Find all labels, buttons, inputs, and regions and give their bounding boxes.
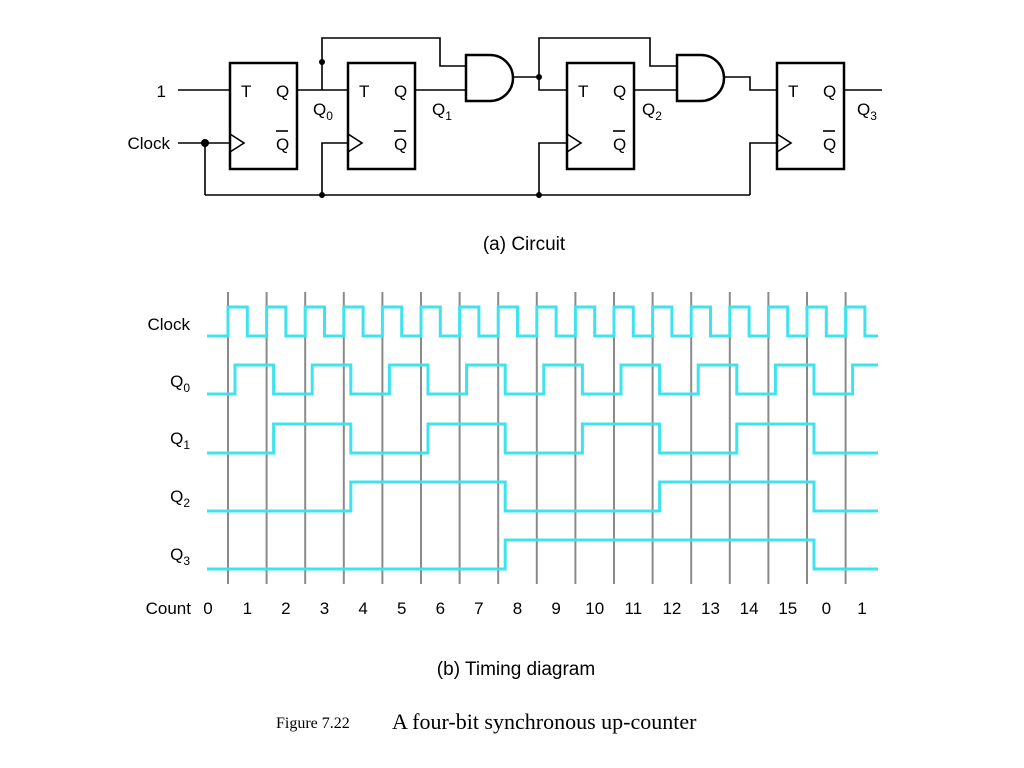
and-gate-2 [675, 53, 726, 103]
ff-qbar-label: Q [613, 135, 626, 154]
count-label: Count [146, 599, 192, 618]
flip-flop-0: T Q Q [228, 61, 299, 171]
figure-label: Figure 7.22 [276, 715, 350, 732]
ff-q-label: Q [276, 82, 289, 101]
count-value: 11 [624, 599, 642, 618]
count-value: 4 [358, 599, 367, 618]
count-value: 5 [397, 599, 406, 618]
clock-junction-dot [201, 139, 209, 147]
flip-flop-1: T Q Q [346, 61, 417, 171]
ff-q-label: Q [613, 82, 626, 101]
flip-flops: T Q Q T Q Q T Q Q T Q Q [228, 61, 846, 171]
count-value: 1 [857, 599, 866, 618]
ff-t-label: T [359, 82, 369, 101]
count-value: 9 [551, 599, 560, 618]
and-junction-dot [536, 74, 542, 80]
clock-input-label: Clock [127, 134, 170, 153]
flip-flop-box [565, 61, 636, 171]
ff-t-label: T [578, 82, 588, 101]
ff-t-label: T [788, 82, 798, 101]
count-value: 13 [701, 599, 720, 618]
flip-flop-box [346, 61, 417, 171]
q0-waveform [207, 363, 878, 396]
timing-caption: (b) Timing diagram [437, 659, 595, 680]
ff-clock-triangle [566, 133, 583, 153]
signal-label-1: Q0 [170, 372, 190, 395]
ff-qbar-label: Q [276, 135, 289, 154]
count-value: 0 [203, 599, 212, 618]
timing-waveforms [207, 305, 878, 571]
output-label-q1: Q1 [432, 100, 452, 123]
clock-junction-dot-2 [536, 192, 542, 198]
ff-qbar-label: Q [823, 135, 836, 154]
q3-waveform [207, 538, 878, 571]
count-value: 0 [822, 599, 831, 618]
circuit-wires [178, 37, 882, 196]
ff-qbar-label: Q [394, 135, 407, 154]
signal-label-0: Clock [147, 315, 190, 334]
count-value: 12 [662, 599, 681, 618]
clock-junction-dot-1 [319, 192, 325, 198]
ff-t-label: T [241, 82, 251, 101]
q2-waveform [207, 480, 878, 513]
count-value: 15 [778, 599, 797, 618]
count-value: 14 [740, 599, 759, 618]
clock-waveform [207, 305, 878, 338]
count-value: 8 [513, 599, 522, 618]
ff-clock-triangle [347, 133, 364, 153]
flip-flop-2: T Q Q [565, 61, 636, 171]
and-gate-1 [464, 53, 515, 103]
output-label-q3: Q3 [857, 100, 877, 123]
count-value: 6 [436, 599, 445, 618]
q1-waveform [207, 422, 878, 455]
ff-clock-triangle [229, 133, 246, 153]
output-label-q2: Q2 [642, 100, 662, 123]
signal-label-2: Q1 [170, 429, 190, 452]
signal-label-4: Q3 [170, 545, 190, 568]
count-value: 3 [320, 599, 329, 618]
timing-grid [227, 292, 847, 584]
count-value: 2 [281, 599, 290, 618]
output-label-q0: Q0 [313, 100, 333, 123]
flip-flop-box [228, 61, 299, 171]
signal-label-3: Q2 [170, 487, 190, 510]
figure-title: A four-bit synchronous up-counter [392, 709, 697, 734]
count-value: 10 [585, 599, 604, 618]
count-value: 1 [243, 599, 252, 618]
ff-q-label: Q [823, 82, 836, 101]
flip-flop-box [775, 61, 846, 171]
ff-q-label: Q [394, 82, 407, 101]
q0-junction-dot [319, 59, 325, 65]
circuit-caption: (a) Circuit [483, 234, 566, 255]
flip-flop-3: T Q Q [775, 61, 846, 171]
output-labels: Q0 Q1 Q2 Q3 [313, 100, 877, 123]
circuit-diagram: 1 Clock [127, 37, 882, 255]
input-one-label: 1 [157, 82, 166, 101]
ff-clock-triangle [776, 133, 793, 153]
count-value: 7 [474, 599, 483, 618]
